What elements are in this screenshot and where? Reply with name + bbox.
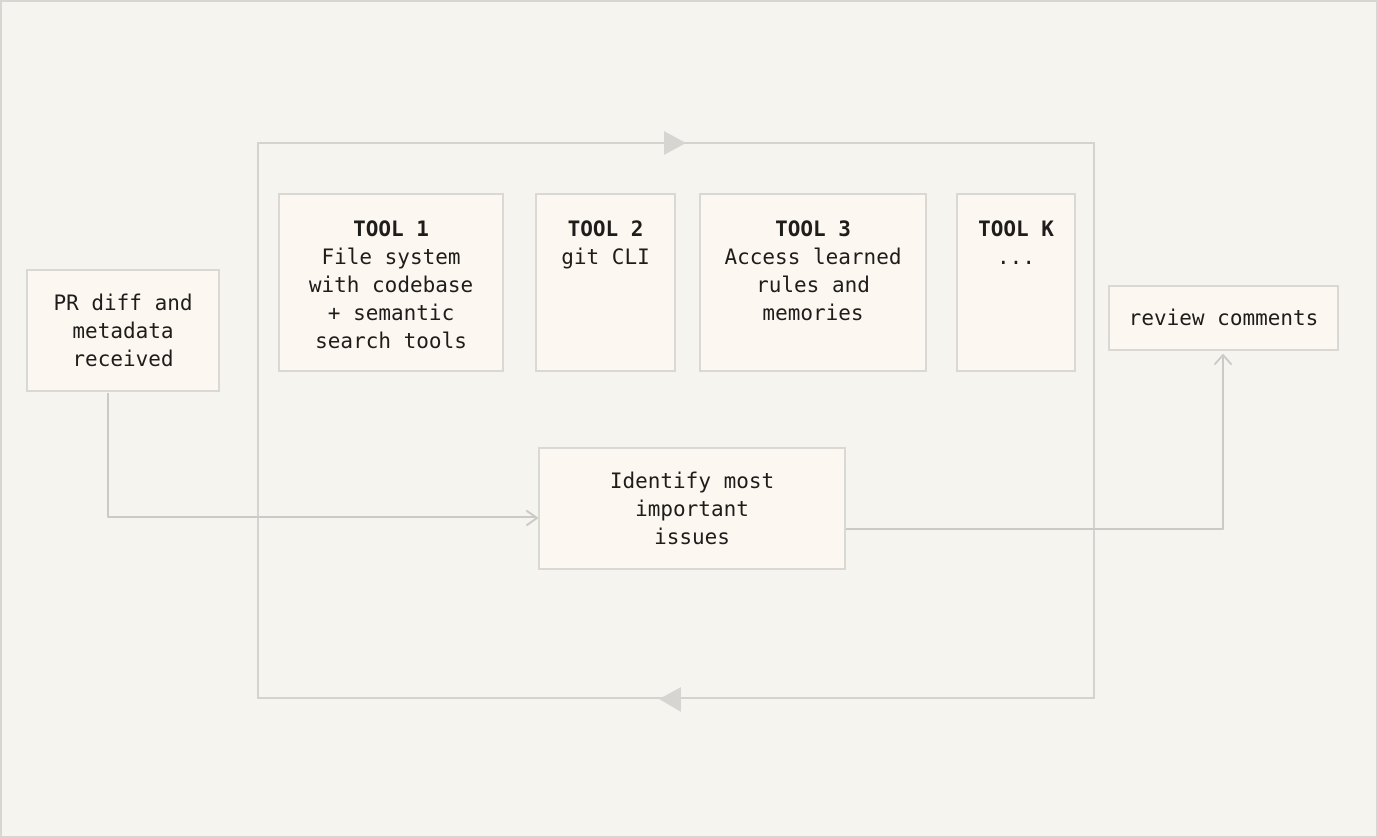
tool-2-node: TOOL 2 git CLI <box>535 193 676 372</box>
input-node: PR diff and metadata received <box>26 269 220 392</box>
tool-k-node: TOOL K ... <box>956 193 1076 372</box>
tool-k-title: TOOL K <box>978 217 1054 241</box>
output-node: review comments <box>1108 285 1339 351</box>
identify-issues-label: Identify most important issues <box>609 468 775 549</box>
tool-k-label: ... <box>997 245 1035 269</box>
input-node-label: PR diff and metadata received <box>53 290 193 371</box>
tool-3-label: Access learned rules and memories <box>724 245 902 325</box>
identify-issues-node: Identify most important issues <box>538 447 846 570</box>
tool-2-label: git CLI <box>561 245 650 269</box>
tool-3-node: TOOL 3 Access learned rules and memories <box>699 193 927 372</box>
tool-1-label: File system with codebase + semantic sea… <box>308 245 474 353</box>
tool-2-title: TOOL 2 <box>567 217 644 241</box>
output-node-label: review comments <box>1128 306 1319 330</box>
tool-3-title: TOOL 3 <box>775 217 851 241</box>
up-chevron-arrow-icon <box>1214 354 1232 365</box>
tool-1-title: TOOL 1 <box>353 217 429 241</box>
tool-1-node: TOOL 1 File system with codebase + seman… <box>278 193 504 372</box>
